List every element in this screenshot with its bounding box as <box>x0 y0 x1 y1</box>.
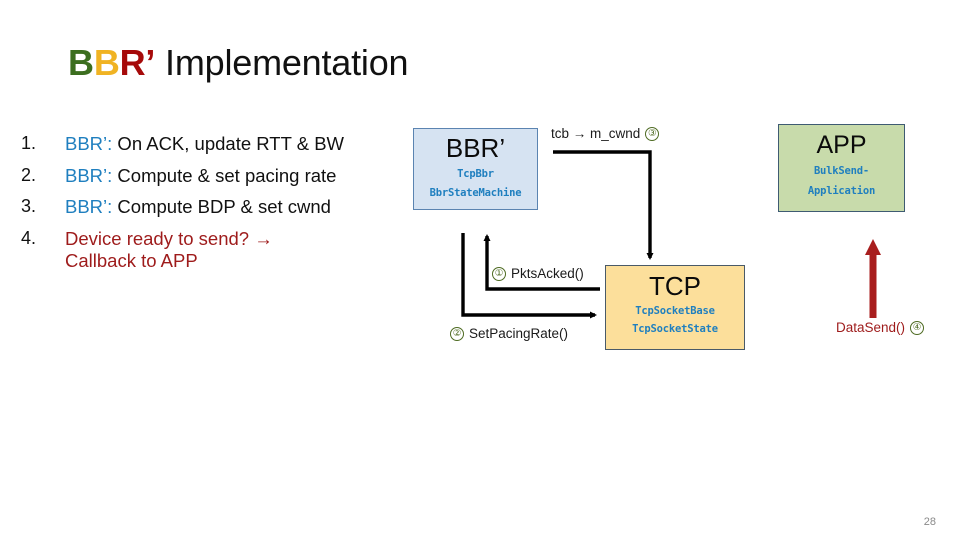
list-item-text: BBR’: Compute & set pacing rate <box>65 165 408 188</box>
arrow-pkts-acked <box>483 233 600 291</box>
list-item: 3. BBR’: Compute BDP & set cwnd <box>18 196 408 219</box>
numbered-list: 1. BBR’: On ACK, update RTT & BW 2. BBR’… <box>18 133 408 282</box>
list-item-number: 1. <box>21 133 37 153</box>
list-item-tag: BBR’: <box>65 133 113 154</box>
node-subtitle-bbr-line1: TcpBbr <box>457 168 494 181</box>
node-subtitle-app-line2: Application <box>807 185 876 198</box>
page-title: BBR’ Implementation <box>68 42 409 84</box>
label-set-pacing-rate-text: SetPacingRate() <box>469 326 569 341</box>
page-number: 28 <box>923 516 936 528</box>
list-item-body: Compute BDP & set cwnd <box>112 196 331 218</box>
list-item-body: On ACK, update RTT & BW <box>112 133 344 154</box>
list-item-tag: BBR’: <box>65 196 113 218</box>
label-pkts-acked-text: PktsAcked() <box>511 266 584 281</box>
node-title-bbr: BBR’ <box>445 133 506 163</box>
node-subtitle-tcp-line2: TcpSocketState <box>632 323 718 336</box>
node-title-tcp: TCP <box>649 271 701 301</box>
label-data-send: DataSend() ④ <box>836 320 925 335</box>
node-box-bbr[interactable]: BBR’ TcpBbr BbrStateMachine <box>413 128 538 210</box>
list-item: 1. BBR’: On ACK, update RTT & BW <box>18 133 408 156</box>
label-tcb-cwnd: tcb → m_cwnd ③ <box>551 126 660 141</box>
label-pkts-acked: ① PktsAcked() <box>492 266 584 281</box>
list-item-text: BBR’: Compute BDP & set cwnd <box>65 196 408 219</box>
node-box-tcp[interactable]: TCP TcpSocketBase TcpSocketState <box>605 265 745 350</box>
node-subtitle-app-line1: BulkSend- <box>813 165 870 178</box>
list-item-number: 3. <box>21 196 37 217</box>
list-item-text: BBR’: On ACK, update RTT & BW <box>65 133 408 156</box>
arrow-tcb-cwnd <box>553 150 654 261</box>
list-item: 2. BBR’: Compute & set pacing rate <box>18 165 408 188</box>
title-rest: Implementation <box>155 42 409 83</box>
step-marker-3-icon: ③ <box>645 126 660 141</box>
step-marker-1-icon: ① <box>492 266 506 281</box>
list-item: 4. Device ready to send? → Callback to A… <box>18 228 408 273</box>
step-marker-2-icon: ② <box>450 326 464 341</box>
label-data-send-text: DataSend() <box>836 320 906 335</box>
node-title-app: APP <box>816 131 867 159</box>
title-letter-1: B <box>68 42 94 83</box>
node-subtitle-tcp-line1: TcpSocketBase <box>635 305 715 318</box>
node-box-app[interactable]: APP BulkSend- Application <box>778 124 905 212</box>
list-item-number: 4. <box>21 227 37 248</box>
list-item-text: Device ready to send? → Callback to APP <box>65 227 273 272</box>
step-marker-4-icon: ④ <box>910 320 925 335</box>
label-tcb-cwnd-text: tcb → m_cwnd <box>551 126 641 141</box>
node-subtitle-bbr-line2: BbrStateMachine <box>429 187 522 200</box>
label-set-pacing-rate: ② SetPacingRate() <box>450 326 568 341</box>
list-item-body: Compute & set pacing rate <box>112 164 337 186</box>
list-item-tag: BBR’: <box>65 164 113 186</box>
title-letter-3: R’ <box>119 42 156 83</box>
list-item-number: 2. <box>21 164 37 185</box>
title-letter-2: B <box>93 42 120 83</box>
